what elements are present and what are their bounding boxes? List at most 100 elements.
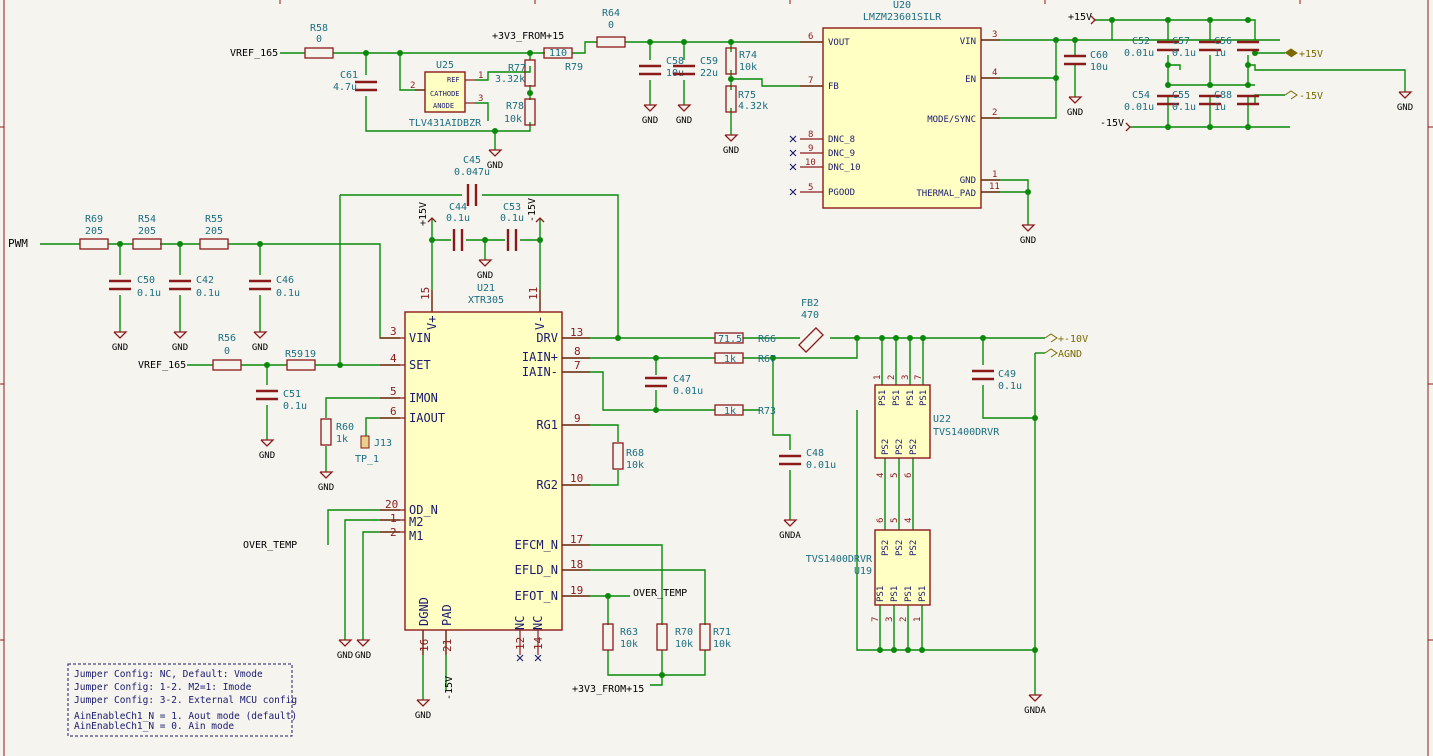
note-line-1: Jumper Config: NC, Default: Vmode <box>74 669 263 680</box>
u19-pin7-num: 7 <box>871 617 881 622</box>
capacitor-value: 1u <box>1214 102 1226 113</box>
u21-value: XTR305 <box>468 295 504 306</box>
capacitor-value: 0.1u <box>1172 48 1196 59</box>
capacitor-ref: C45 <box>463 155 481 166</box>
testpoint-j13[interactable]: J13 TP_1 <box>355 435 392 465</box>
capacitor-value: 10u <box>1090 62 1108 73</box>
u19-ref: U19 <box>854 566 872 577</box>
net-minus-15v-hier-label: -15V <box>1299 91 1323 102</box>
resistor-ref: R78 <box>506 101 524 112</box>
gnd-symbol: GND <box>1397 91 1413 113</box>
chip-u25[interactable]: U25 TLV431AIDBZR 1 REF 2 CATHODE 3 ANODE <box>409 60 484 129</box>
net-labels: VREF_165 VREF_165 +3V3_FROM+15 +3V3_FROM… <box>8 12 1323 700</box>
gnd-symbol: GND <box>487 149 503 171</box>
gnda-label: GNDA <box>1024 706 1046 716</box>
gnd-symbol: GND <box>723 134 739 156</box>
resistor-value: 10k <box>713 639 731 650</box>
net-vref-165-set: VREF_165 <box>138 360 186 371</box>
u22-ps1-a: PS1 <box>878 390 888 406</box>
u21-pin8-num: 8 <box>574 345 581 358</box>
u20-pin-thermal: THERMAL_PAD <box>916 189 976 199</box>
u21-pin-efcm: EFCM_N <box>515 538 558 552</box>
u19-pin2-num: 2 <box>899 617 909 622</box>
capacitor-value: 0.1u <box>137 288 161 299</box>
chip-u20[interactable]: U20 LMZM23601SILR 6 VOUT 7 FB 8 DNC_8 9 … <box>789 0 1000 209</box>
note-line-2: Jumper Config: 1-2. M2=1: Imode <box>74 682 252 693</box>
u21-pin-drv: DRV <box>536 331 558 345</box>
chip-u19[interactable]: TVS1400DRVR U19 PS2 PS2 PS2 PS1 PS1 PS1 … <box>806 518 931 622</box>
capacitor-ref: C54 <box>1132 90 1150 101</box>
u22-pin3-num: 3 <box>901 375 911 380</box>
resistor-value: 10k <box>620 639 638 650</box>
net-15v-bank: +15V <box>1068 12 1092 23</box>
u19-value: TVS1400DRVR <box>806 554 873 565</box>
capacitor-value: 0.1u <box>998 381 1022 392</box>
power-symbols <box>427 15 1131 223</box>
net-minus-15v-bank: -15V <box>1100 118 1124 129</box>
u21-pin-imon: IMON <box>409 391 438 405</box>
u22-ps2-a: PS2 <box>881 439 891 455</box>
resistor-value: 19 <box>304 349 316 360</box>
u19-ps2-a: PS2 <box>881 540 891 556</box>
u21-pin-nc-12: NC <box>513 616 527 630</box>
gnd-symbol: GND <box>477 259 493 281</box>
ferrite-fb2[interactable]: FB2 470 <box>798 298 824 353</box>
chip-u22[interactable]: U22 TVS1400DRVR PS1 PS1 PS1 PS1 PS2 PS2 … <box>873 375 1000 478</box>
gnd-label: GND <box>723 146 739 156</box>
net-agnd: AGND <box>1058 349 1082 360</box>
u21-pin-vminus: V- <box>533 316 547 330</box>
u25-pin2-num: 2 <box>410 81 415 91</box>
power-rail-symbol <box>427 217 437 223</box>
chip-u21[interactable]: U21 XTR305 3 VIN 4 SET 5 IMON 6 IAOUT 20… <box>380 283 590 662</box>
capacitor-c58[interactable]: C5810u <box>639 56 684 79</box>
capacitor-ref: C47 <box>673 374 691 385</box>
capacitor-ref: C53 <box>503 202 521 213</box>
u22-value: TVS1400DRVR <box>933 427 1000 438</box>
u21-pin-vin: VIN <box>409 331 431 345</box>
u21-pin12-num: 12 <box>514 637 527 650</box>
u20-pin-mode: MODE/SYNC <box>927 115 976 125</box>
u21-pin-nc-14: NC <box>531 616 545 630</box>
